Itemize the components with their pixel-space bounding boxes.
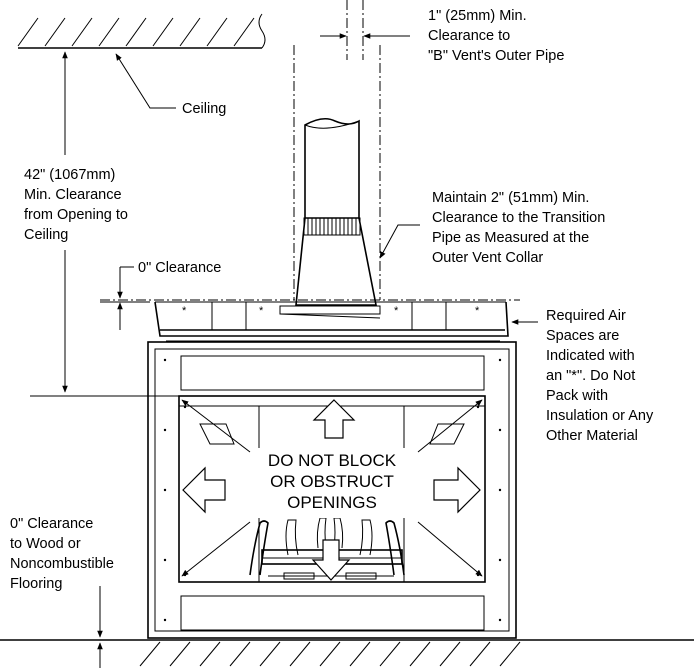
svg-text:from Opening to: from Opening to <box>24 207 128 223</box>
svg-text:DO NOT BLOCK: DO NOT BLOCK <box>268 451 397 470</box>
air-space-marker: * <box>394 305 399 317</box>
svg-text:OPENINGS: OPENINGS <box>287 493 377 512</box>
svg-text:Other Material: Other Material <box>546 428 638 444</box>
svg-text:Flooring: Flooring <box>10 576 62 592</box>
dimension-lines <box>30 51 180 668</box>
svg-text:to Wood or: to Wood or <box>10 536 81 552</box>
svg-text:Noncombustible: Noncombustible <box>10 556 114 572</box>
svg-text:"B" Vent's Outer Pipe: "B" Vent's Outer Pipe <box>428 48 564 64</box>
svg-text:1" (25mm) Min.: 1" (25mm) Min. <box>428 8 527 24</box>
svg-text:Outer Vent Collar: Outer Vent Collar <box>432 250 543 266</box>
svg-text:Min. Clearance: Min. Clearance <box>24 187 122 203</box>
svg-text:Clearance to: Clearance to <box>428 28 510 44</box>
svg-text:an "*". Do Not: an "*". Do Not <box>546 368 635 384</box>
svg-text:Required Air: Required Air <box>546 308 626 324</box>
b-vent-pipe <box>293 0 410 306</box>
label-vent-clearance: 1" (25mm) Min. Clearance to "B" Vent's O… <box>428 8 564 64</box>
fireplace-top: * * * * <box>100 299 520 342</box>
ceiling-line <box>17 13 266 49</box>
label-ceiling: Ceiling <box>182 101 226 117</box>
label-do-not-block: DO NOT BLOCK OR OBSTRUCT OPENINGS <box>257 448 407 518</box>
air-space-marker: * <box>475 305 480 317</box>
svg-text:Pack with: Pack with <box>546 388 608 404</box>
label-transition-pipe: Maintain 2" (51mm) Min. Clearance to the… <box>432 190 605 266</box>
svg-text:Maintain 2" (51mm) Min.: Maintain 2" (51mm) Min. <box>432 190 589 206</box>
svg-text:Clearance to the Transition: Clearance to the Transition <box>432 210 605 226</box>
svg-text:Ceiling: Ceiling <box>24 227 68 243</box>
floor-line <box>0 639 694 667</box>
label-zero-clearance-top: 0" Clearance <box>138 260 221 276</box>
svg-text:Pipe as Measured at the: Pipe as Measured at the <box>432 230 589 246</box>
svg-text:OR OBSTRUCT: OR OBSTRUCT <box>270 472 394 491</box>
label-ceiling-clearance: 42" (1067mm) Min. Clearance from Opening… <box>24 167 128 243</box>
leader-lines <box>115 53 538 325</box>
air-space-marker: * <box>259 305 264 317</box>
svg-text:Indicated with: Indicated with <box>546 348 635 364</box>
airflow-arrows <box>181 399 483 581</box>
svg-text:42" (1067mm): 42" (1067mm) <box>24 167 115 183</box>
svg-text:Spaces are: Spaces are <box>546 328 619 344</box>
svg-text:0" Clearance: 0" Clearance <box>10 516 93 532</box>
svg-text:Insulation or Any: Insulation or Any <box>546 408 654 424</box>
label-air-spaces: Required Air Spaces are Indicated with a… <box>546 308 654 444</box>
air-space-marker: * <box>182 305 187 317</box>
label-floor-clearance: 0" Clearance to Wood or Noncombustible F… <box>10 516 114 592</box>
